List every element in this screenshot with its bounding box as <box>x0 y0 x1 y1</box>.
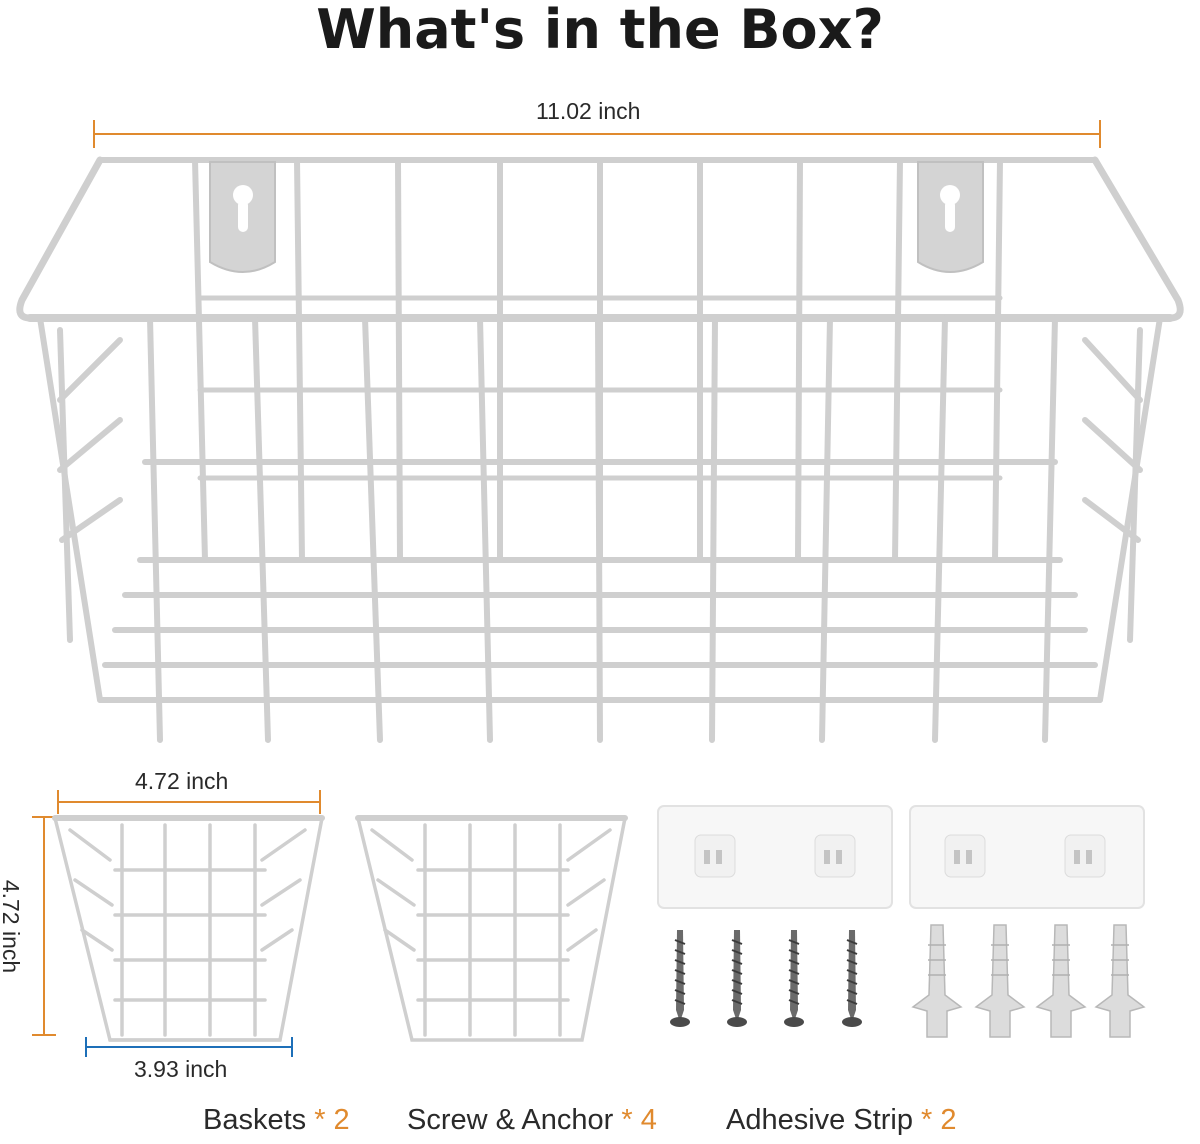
small-bottom-dimension-line <box>85 1037 293 1057</box>
caption-baskets-qty: * 2 <box>314 1104 350 1136</box>
caption-adhesive-qty: * 2 <box>921 1104 957 1136</box>
page-title: What's in the Box? <box>316 0 884 61</box>
small-wire-basket-icon-2 <box>355 815 628 1042</box>
small-width-label: 4.72 inch <box>135 768 229 794</box>
caption-adhesive-label: Adhesive Strip <box>726 1104 922 1136</box>
small-wire-basket-icon <box>52 815 325 1042</box>
small-width-dimension-line <box>57 790 321 814</box>
caption-screws-qty: * 4 <box>621 1104 657 1136</box>
caption-baskets: Baskets * 2 <box>203 1104 350 1137</box>
large-wire-basket-icon <box>16 156 1184 743</box>
caption-baskets-label: Baskets <box>203 1104 315 1136</box>
caption-adhesive: Adhesive Strip * 2 <box>726 1104 957 1137</box>
hanging-plate-right-icon <box>917 161 984 273</box>
large-width-dimension-line <box>93 120 1101 148</box>
caption-screws: Screw & Anchor * 4 <box>407 1104 657 1137</box>
adhesive-strip-icon <box>657 805 893 909</box>
caption-screws-label: Screw & Anchor <box>407 1104 622 1136</box>
adhesive-strip-icon-2 <box>909 805 1145 909</box>
small-height-label: 4.72 inch <box>0 879 25 974</box>
screw-icon <box>670 930 862 1027</box>
hanging-plate-left-icon <box>209 161 276 273</box>
wall-anchor-icon <box>911 924 1146 1038</box>
small-height-dimension-line <box>32 816 56 1036</box>
small-bottom-label: 3.93 inch <box>134 1056 228 1082</box>
large-width-label: 11.02 inch <box>536 98 641 124</box>
